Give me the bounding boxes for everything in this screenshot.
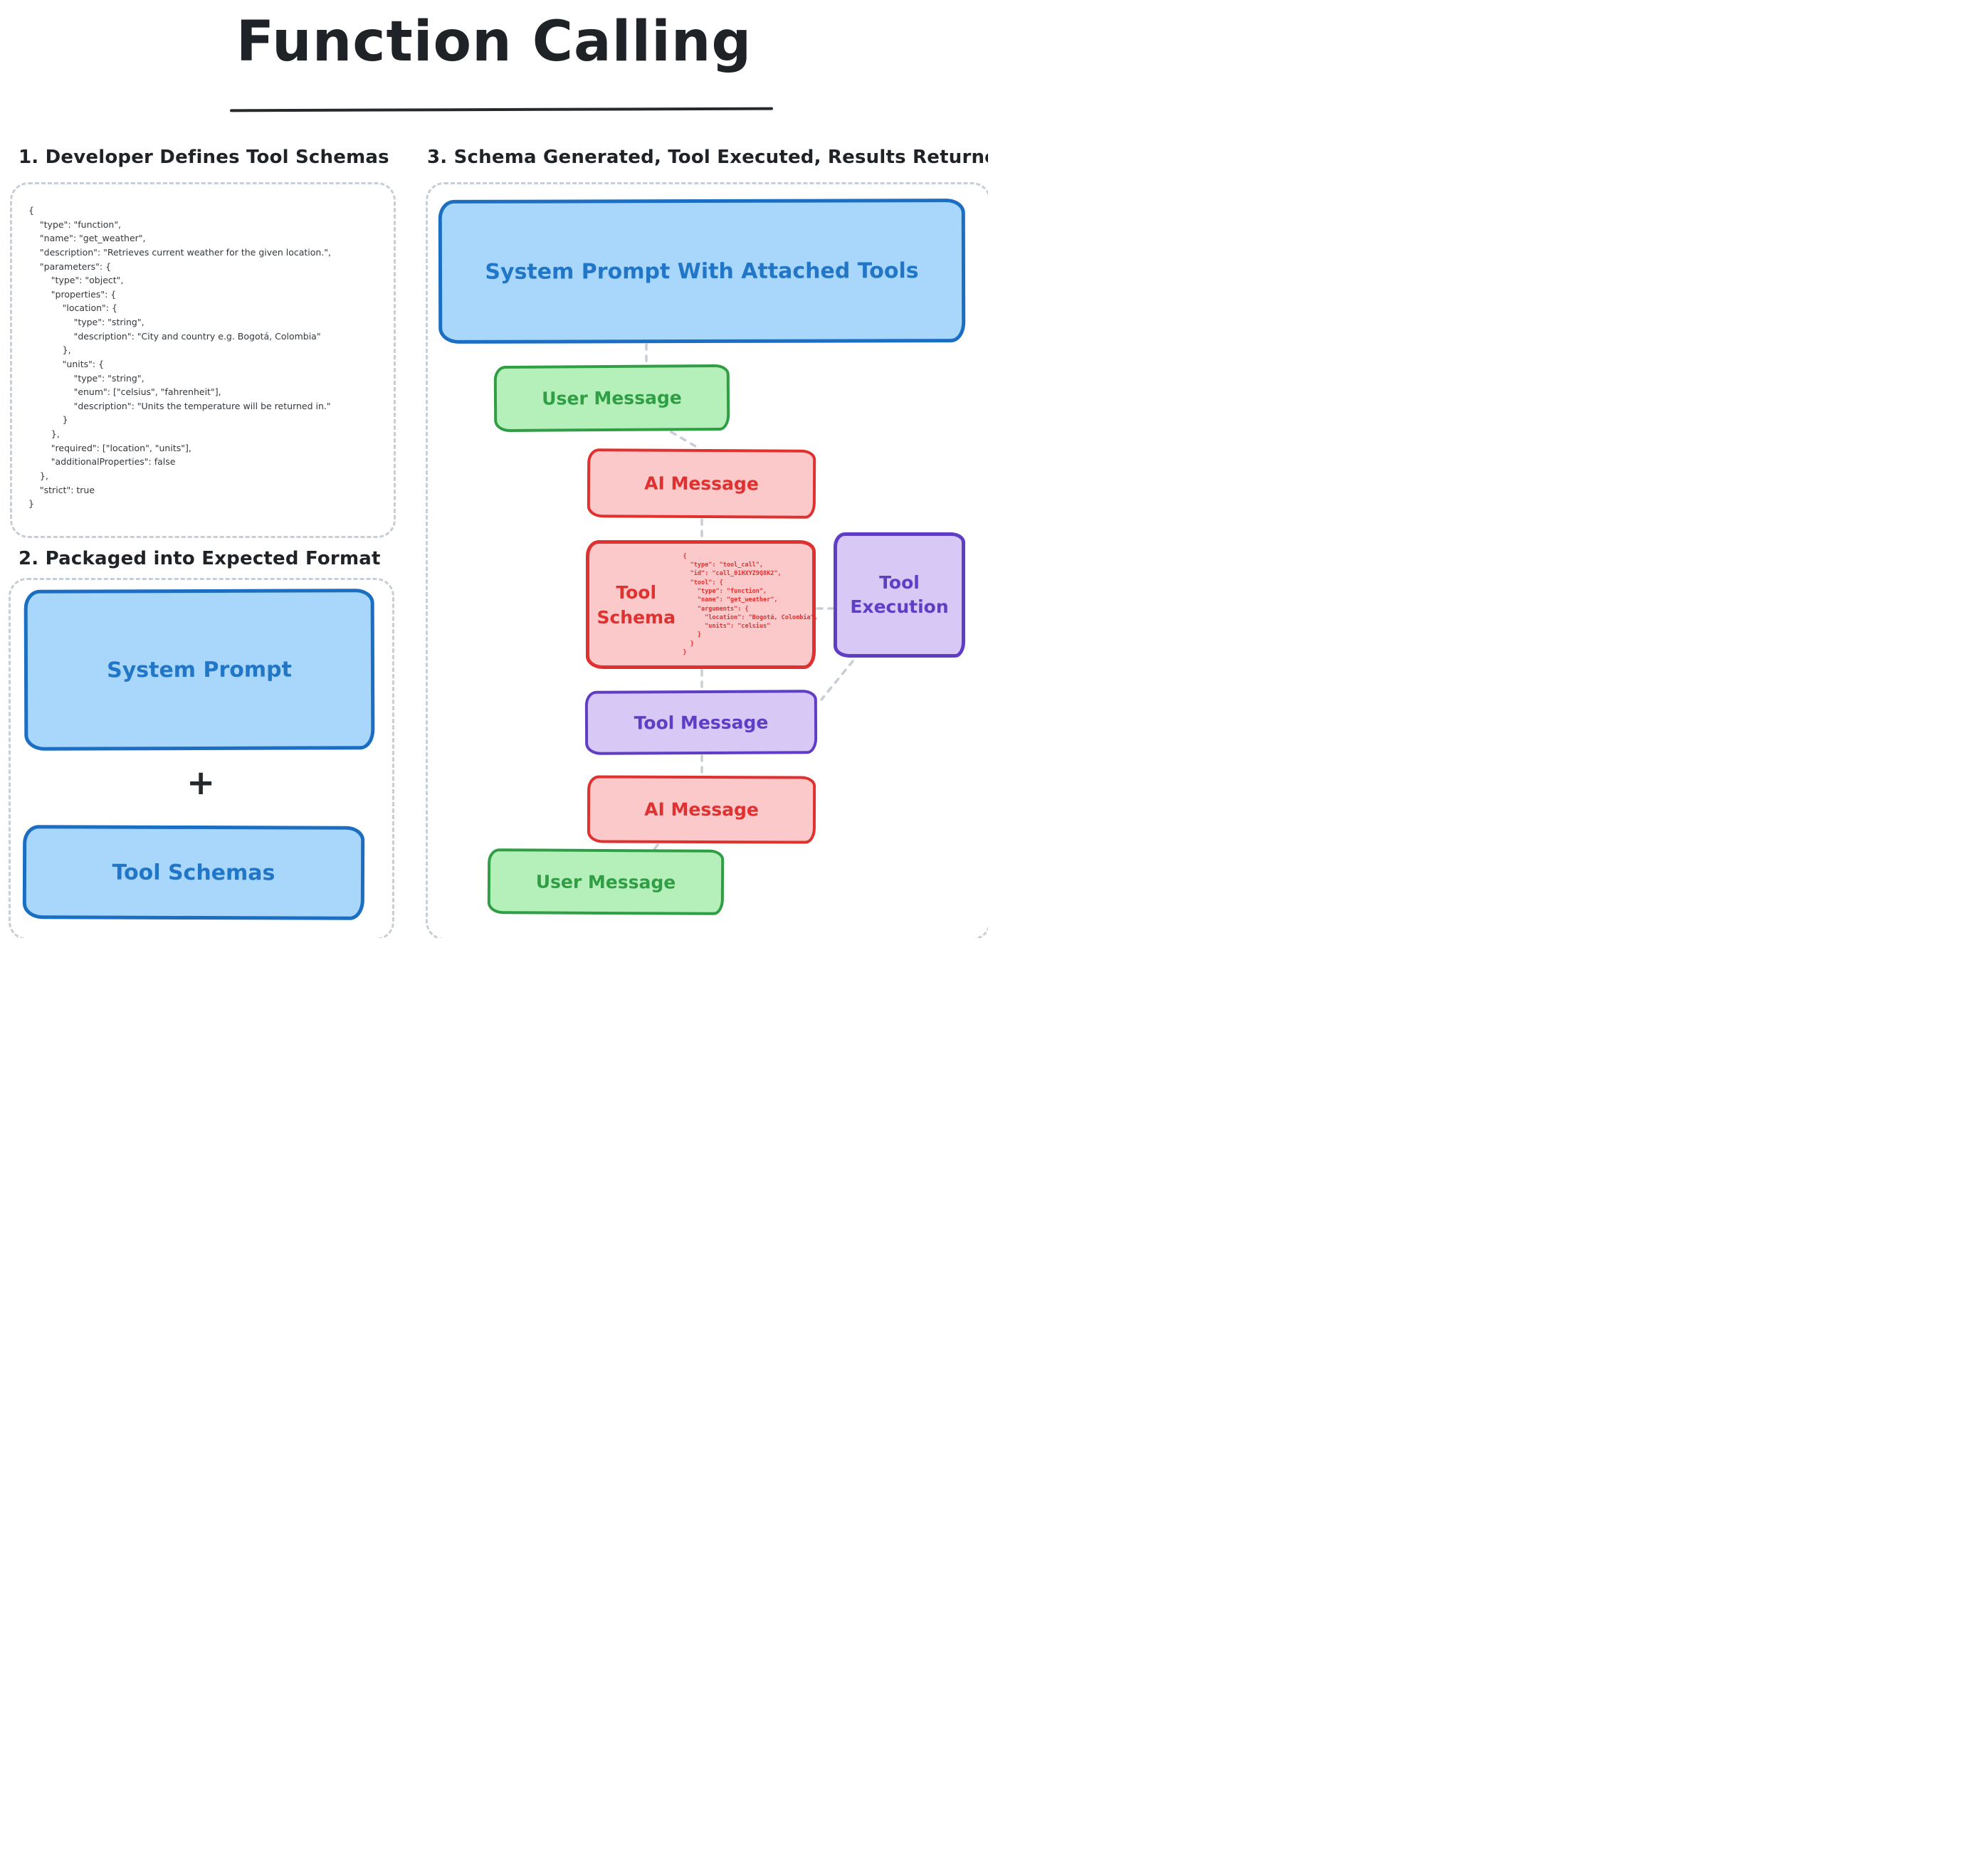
- system-prompt-with-tools-box: System Prompt With Attached Tools: [438, 199, 966, 344]
- user-message-bottom-box: User Message: [487, 848, 725, 915]
- page-title: Function Calling: [236, 10, 752, 74]
- tool-call-json-code: { "type": "tool_call", "id": "call_01HXY…: [683, 552, 818, 657]
- plus-sign: +: [186, 763, 216, 803]
- tool-schemas-label: Tool Schemas: [112, 860, 275, 885]
- ai-message-top-box: AI Message: [587, 448, 816, 519]
- tool-schema-json-code: { "type": "function", "name": "get_weath…: [28, 205, 332, 510]
- section2-heading: 2. Packaged into Expected Format: [19, 548, 381, 569]
- tool-message-label: Tool Message: [634, 712, 769, 733]
- section3-heading: 3. Schema Generated, Tool Executed, Resu…: [427, 147, 988, 168]
- system-prompt-box: System Prompt: [23, 589, 375, 751]
- ai-message-bottom-label: AI Message: [644, 799, 759, 821]
- user-message-top-label: User Message: [542, 387, 682, 409]
- title-underline: [229, 107, 774, 112]
- system-prompt-label: System Prompt: [106, 657, 292, 683]
- user-message-bottom-label: User Message: [535, 870, 676, 893]
- section1-panel: [10, 182, 396, 538]
- tool-message-box: Tool Message: [584, 690, 818, 755]
- tool-execution-box: Tool Execution: [834, 532, 965, 658]
- section1-heading: 1. Developer Defines Tool Schemas: [19, 147, 389, 168]
- tool-schema-call-box: Tool Schema { "type": "tool_call", "id":…: [586, 540, 818, 669]
- function-calling-diagram: Function Calling 1. Developer Defines To…: [0, 0, 988, 938]
- tool-schema-label: Tool Schema: [597, 581, 676, 628]
- ai-message-top-label: AI Message: [644, 473, 759, 495]
- user-message-top-box: User Message: [493, 364, 730, 433]
- tool-schemas-box: Tool Schemas: [22, 825, 365, 920]
- tool-execution-label: Tool Execution: [850, 572, 949, 617]
- ai-message-bottom-box: AI Message: [587, 775, 816, 844]
- system-prompt-with-tools-label: System Prompt With Attached Tools: [485, 258, 919, 285]
